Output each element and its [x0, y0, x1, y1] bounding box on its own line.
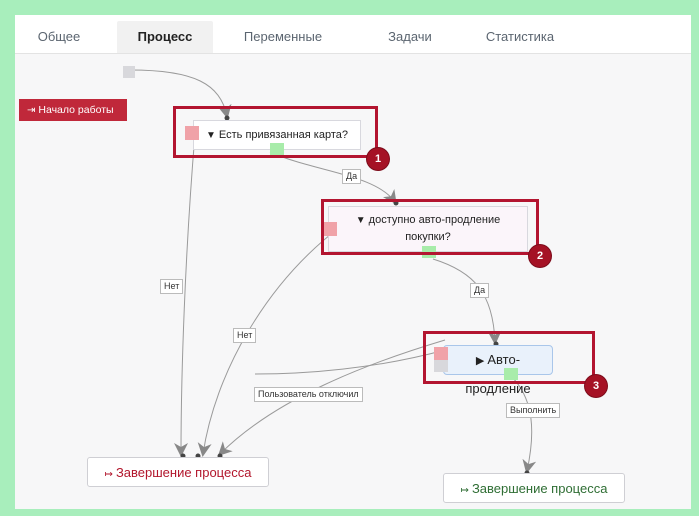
tab-tasks[interactable]: Задачи	[388, 29, 432, 44]
start-port[interactable]	[123, 66, 135, 78]
end-node-fail[interactable]: ↦Завершение процесса	[87, 457, 269, 487]
sign-out-icon: ↦	[460, 485, 469, 496]
highlight-box-1	[173, 106, 378, 158]
badge-1: 1	[367, 148, 389, 170]
flow-canvas[interactable]: ⇥Начало работы ▼Есть привязанная карта? …	[15, 54, 691, 509]
link-label-yes-2[interactable]: Да	[470, 283, 490, 298]
tab-process[interactable]: Процесс	[117, 21, 213, 53]
anchor-dot	[224, 115, 230, 121]
condition-1-no-port[interactable]	[185, 126, 199, 140]
process-editor: Общее Процесс Переменные Задачи Статисти…	[15, 15, 691, 509]
start-node[interactable]: ⇥Начало работы	[19, 99, 127, 121]
link-condition-2-yes	[432, 258, 502, 345]
link-label-user-disabled[interactable]: Пользователь отключил	[254, 387, 363, 402]
highlight-box-3	[423, 331, 595, 384]
end-node-success[interactable]: ↦Завершение процесса	[443, 473, 625, 503]
link-label-no-1[interactable]: Нет	[160, 279, 184, 294]
link-condition-1-no	[174, 133, 196, 457]
condition-1-yes-port[interactable]	[270, 143, 284, 155]
play-icon: ▶	[475, 355, 485, 367]
sign-out-icon: ↦	[104, 469, 113, 480]
condition-2-label-line1: доступно авто-продление	[368, 214, 501, 226]
action-label: Авто-продление	[465, 352, 531, 396]
sign-in-icon: ⇥	[27, 105, 36, 116]
filter-icon: ▼	[206, 130, 216, 141]
condition-2-no-port[interactable]	[323, 222, 337, 236]
highlight-box-2	[321, 199, 539, 255]
badge-3: 3	[585, 375, 607, 397]
filter-icon: ▼	[355, 215, 366, 226]
link-condition-1-yes	[269, 151, 397, 205]
condition-2-label-line2: покупки?	[405, 231, 451, 243]
tab-general[interactable]: Общее	[37, 29, 81, 44]
link-action-user-disabled	[217, 339, 446, 457]
action-done-port[interactable]	[504, 368, 518, 380]
link-action-user-disabled-2	[254, 349, 446, 375]
action-fail-port[interactable]	[434, 347, 448, 361]
tab-bar: Общее Процесс Переменные Задачи Статисти…	[15, 15, 691, 54]
start-label: Начало работы	[38, 104, 114, 116]
tab-variables[interactable]: Переменные	[243, 29, 323, 44]
badge-2: 2	[529, 245, 551, 267]
link-label-no-2[interactable]: Нет	[233, 328, 257, 343]
link-label-done[interactable]: Выполнить	[506, 403, 561, 418]
link-condition-2-no	[197, 226, 341, 457]
tab-statistics[interactable]: Статистика	[485, 29, 555, 44]
condition-node-2[interactable]: ▼доступно авто-продление покупки?	[328, 206, 528, 252]
action-disabled-port[interactable]	[434, 360, 448, 372]
condition-1-label: Есть привязанная карта?	[218, 129, 348, 141]
end-success-label: Завершение процесса	[471, 481, 608, 496]
link-label-yes-1[interactable]: Да	[342, 169, 362, 184]
end-fail-label: Завершение процесса	[115, 465, 252, 480]
